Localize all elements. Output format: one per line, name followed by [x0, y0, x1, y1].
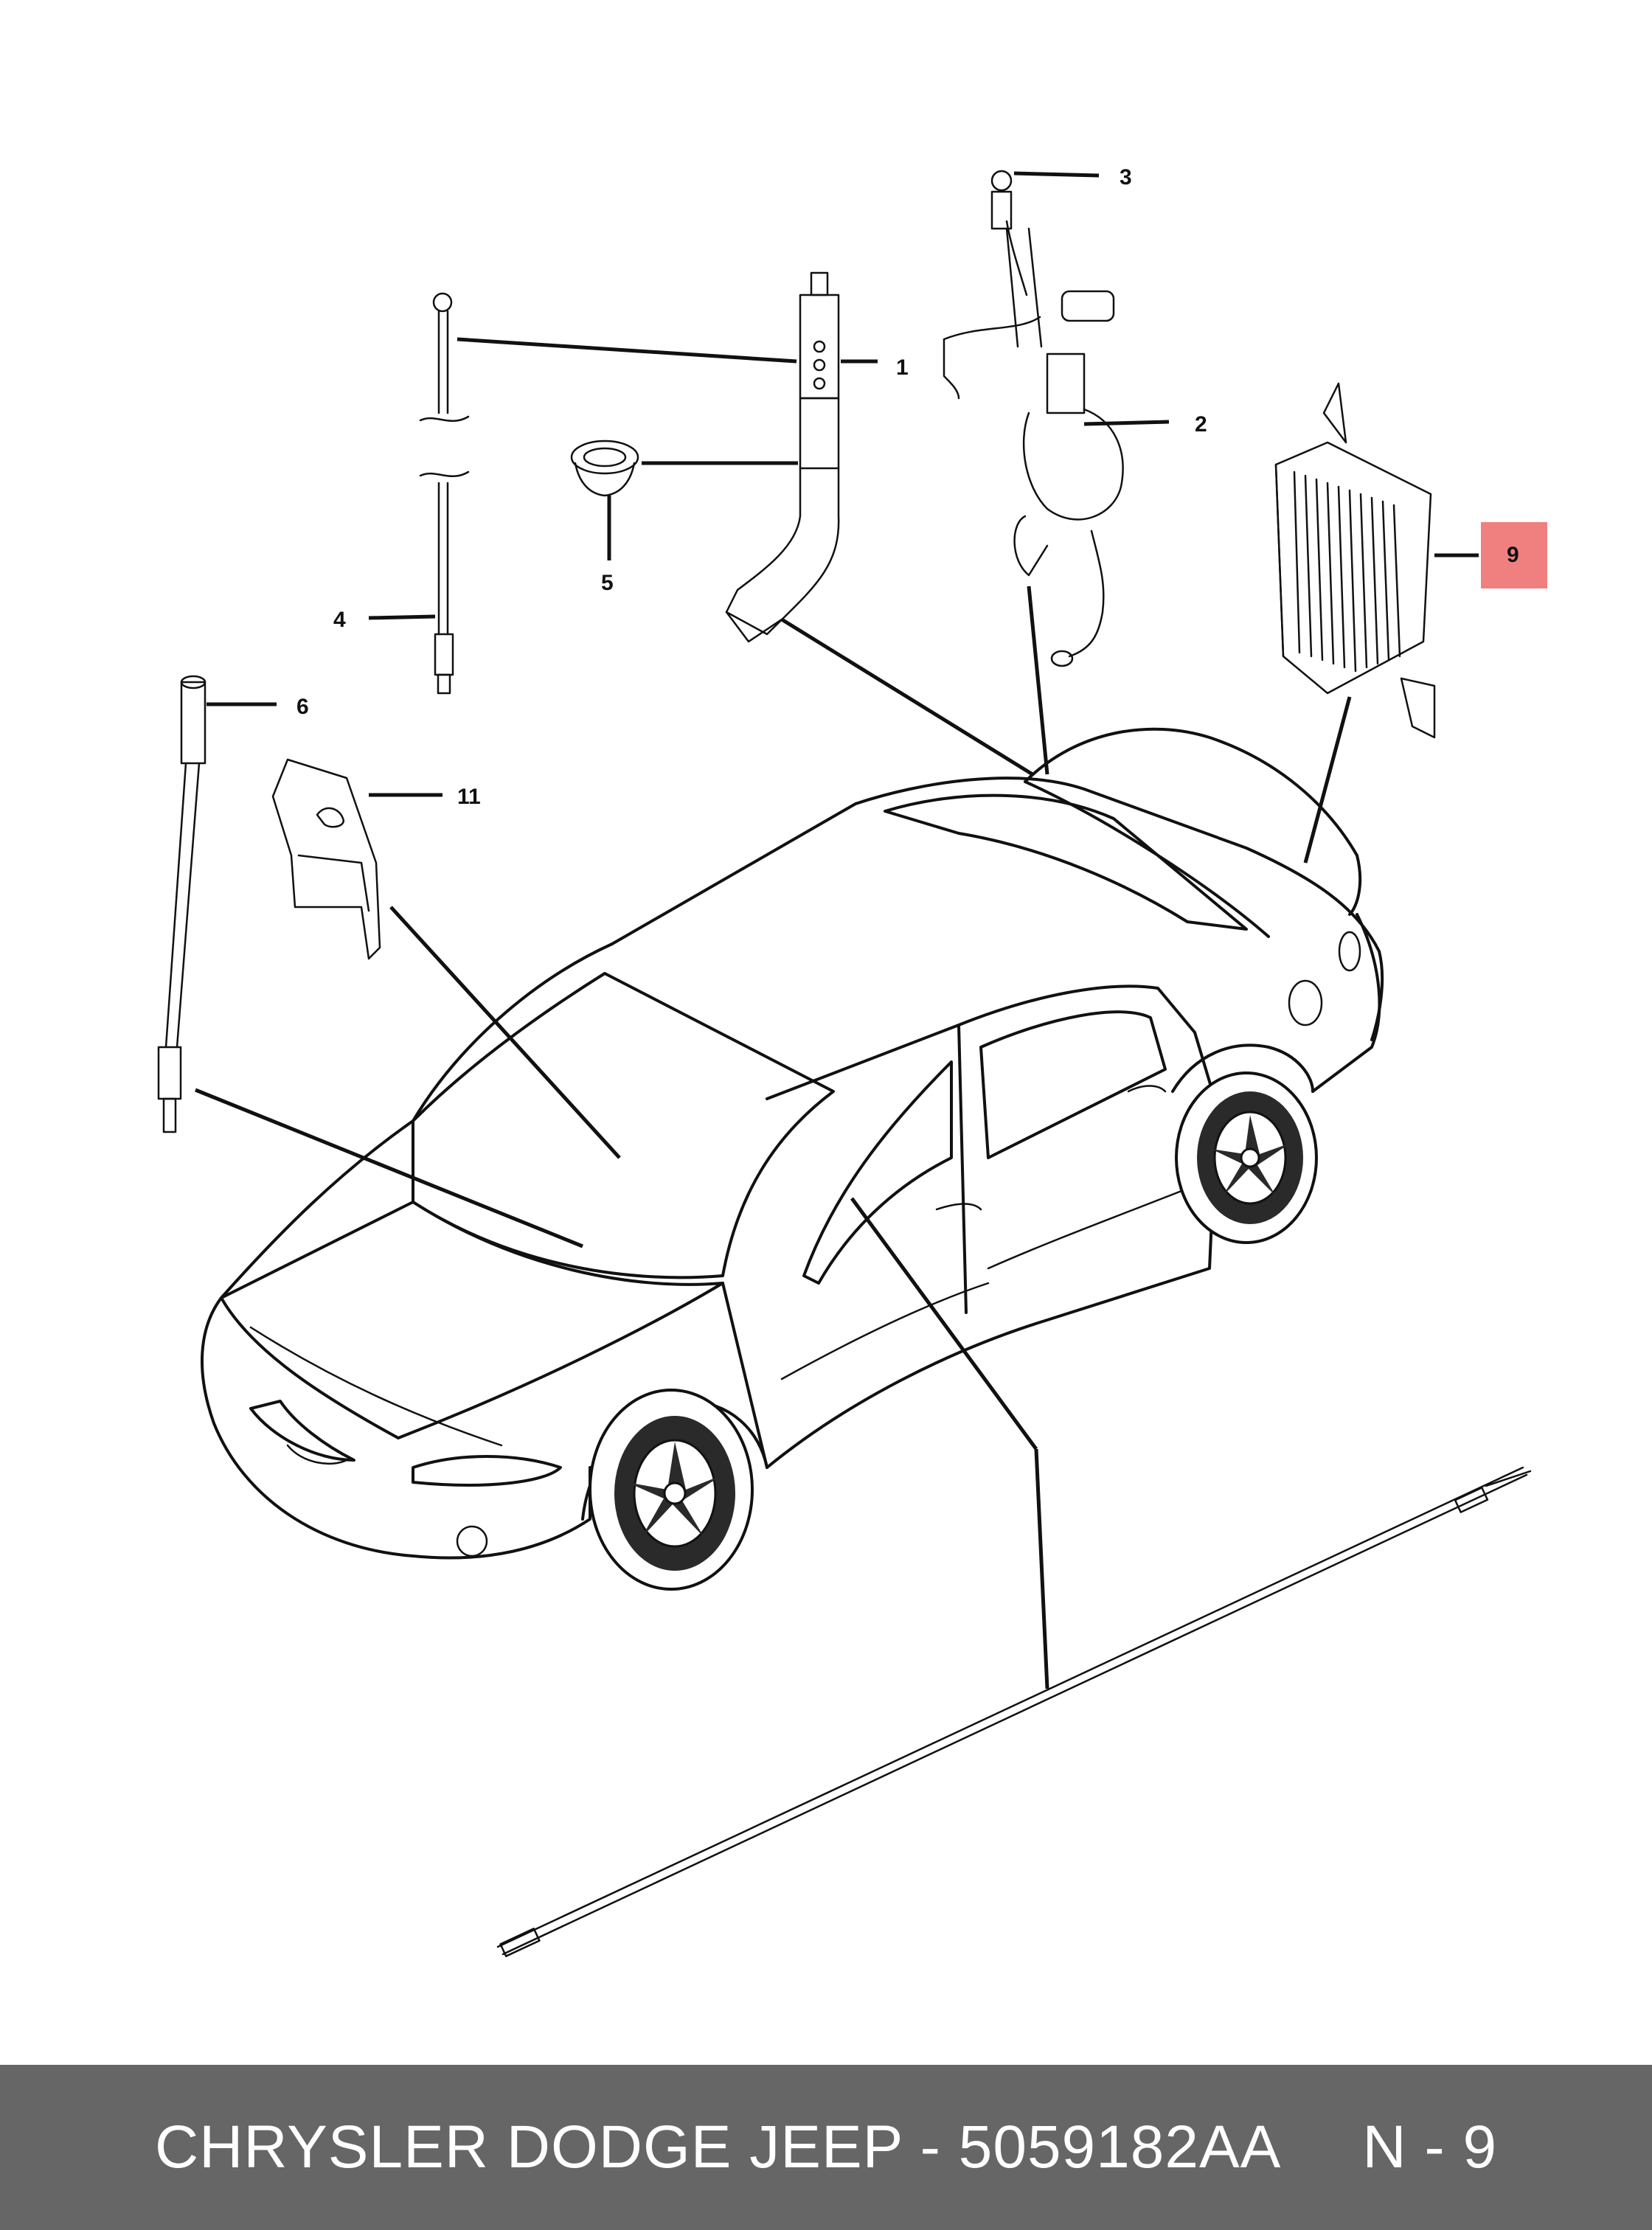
parts-diagram: 1 2 3 4 5 6 11 9 [157, 165, 1547, 1957]
part-1-antenna-base [725, 271, 840, 643]
part-6-antenna-lead [157, 675, 206, 1133]
part-4-antenna-mast [419, 292, 470, 695]
callout-9-highlight [1481, 522, 1547, 588]
leader-lines [195, 171, 1479, 1689]
callouts: 1 2 3 4 5 6 11 9 [296, 165, 1547, 809]
part-5-grommet [570, 440, 639, 497]
footer-banner: CHRYSLER DODGE JEEP - 5059182AA N - 9 [0, 2065, 1652, 2230]
callout-4: 4 [333, 608, 346, 632]
part-2-3-power-antenna [943, 170, 1124, 667]
footer-part-text: CHRYSLER DODGE JEEP - 5059182AA [154, 2113, 1282, 2181]
callout-9: 9 [1507, 543, 1519, 567]
footer-page-ref: N - 9 [1362, 2113, 1498, 2181]
car-illustration [200, 727, 1384, 1591]
callout-3: 3 [1120, 165, 1132, 190]
long-antenna-cable [496, 1466, 1532, 1957]
front-wheel [589, 1389, 754, 1591]
part-9-amplifier-module [1274, 382, 1436, 739]
callout-6: 6 [296, 695, 309, 719]
callout-11: 11 [457, 785, 481, 809]
callout-2: 2 [1195, 412, 1207, 437]
rear-wheel [1175, 1071, 1318, 1244]
callout-1: 1 [896, 355, 909, 380]
callout-5: 5 [601, 571, 614, 595]
part-11-bracket [271, 758, 381, 960]
